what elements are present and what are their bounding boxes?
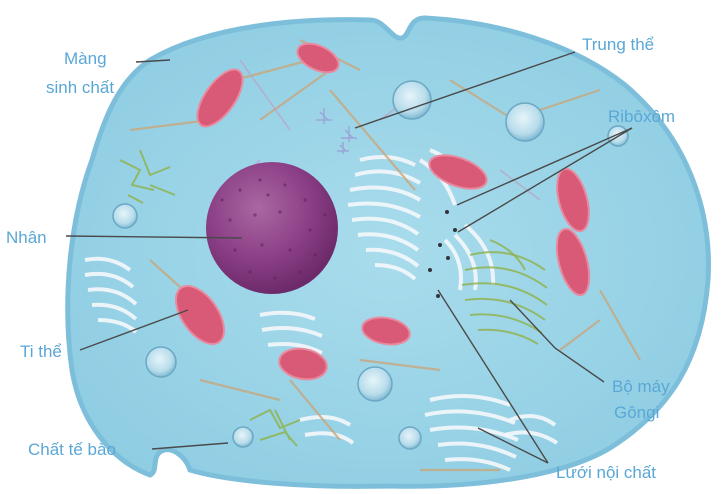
label-chat-te-bao: Chất tế bào bbox=[28, 440, 116, 459]
label-mang-sinh-chat-line2: sinh chất bbox=[46, 78, 114, 97]
label-trung-the: Trung thể bbox=[582, 35, 654, 54]
nucleus bbox=[206, 162, 338, 294]
label-riboxom: Ribôxôm bbox=[608, 107, 675, 126]
label-luoi-noi-chat: Lưới nội chất bbox=[556, 463, 656, 482]
label-nhan: Nhân bbox=[6, 228, 47, 247]
label-bo-may-line2: Gôngi bbox=[614, 403, 659, 422]
label-mang-sinh-chat-line1: Màng bbox=[64, 49, 107, 68]
label-bo-may-line1: Bộ máy bbox=[612, 377, 670, 396]
label-ti-the: Ti thể bbox=[20, 342, 62, 361]
